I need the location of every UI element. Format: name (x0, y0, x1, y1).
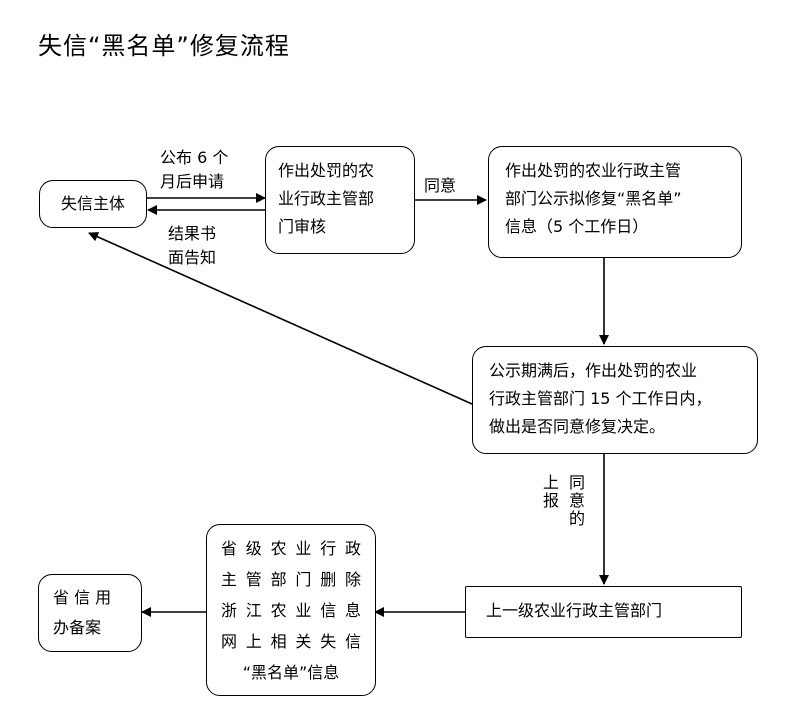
edge-label-notify-line: 面告知 (168, 248, 217, 267)
edge-label-report-char: 上 (542, 473, 559, 492)
node-subject-line: 失信主体 (60, 194, 125, 213)
node-province-delete-line: 主管部门删除 (221, 570, 361, 589)
edge-label-apply: 公布 6 个 月后申请 (160, 146, 228, 194)
edge-label-report-col2: 上 报 (542, 474, 560, 510)
node-review-line: 作出处罚的农 (278, 161, 375, 180)
node-review-line: 业行政主管部 (278, 189, 375, 208)
edge-label-notify-line: 结果书 (168, 224, 217, 243)
node-decide-line: 行政主管部门 15 个工作日内， (489, 389, 712, 408)
node-superior-line: 上一级农业行政主管部门 (486, 601, 663, 620)
node-province-delete-line: 浙江农业信息 (221, 601, 361, 620)
node-province-credit-line: 办备案 (53, 618, 102, 637)
node-review-line: 门审核 (278, 217, 327, 236)
node-decide-line: 做出是否同意修复决定。 (489, 417, 666, 436)
node-province-delete-line: “黑名单”信息 (242, 663, 340, 682)
edge-label-report-char: 报 (542, 491, 559, 510)
edge-label-report-col1: 同 意 的 (568, 474, 586, 528)
node-publicize-line: 作出处罚的农业行政主管 (505, 161, 682, 180)
node-province-delete: 省级农业行政 主管部门删除 浙江农业信息 网上相关失信 “黑名单”信息 (206, 524, 376, 696)
edge-label-agree: 同意 (424, 176, 457, 195)
edge-label-report-char: 的 (568, 509, 585, 528)
node-subject: 失信主体 (39, 180, 147, 228)
page-title: 失信“黑名单”修复流程 (38, 32, 290, 60)
node-publicize-line: 部门公示拟修复“黑名单” (505, 189, 682, 208)
arrow-decide-to-subject (88, 232, 473, 405)
node-review: 作出处罚的农 业行政主管部 门审核 (265, 146, 415, 254)
node-superior: 上一级农业行政主管部门 (465, 586, 742, 638)
edge-label-apply-line: 月后申请 (160, 172, 225, 191)
node-publicize-line: 信息（5 个工作日） (505, 217, 649, 236)
node-decide: 公示期满后，作出处罚的农业 行政主管部门 15 个工作日内， 做出是否同意修复决… (472, 346, 758, 454)
edge-label-report-char: 意 (568, 491, 585, 510)
node-publicize: 作出处罚的农业行政主管 部门公示拟修复“黑名单” 信息（5 个工作日） (488, 146, 742, 258)
edge-label-apply-line: 公布 6 个 (160, 148, 229, 167)
node-province-credit-line: 省 信 用 (53, 588, 112, 607)
node-province-credit: 省 信 用 办备案 (38, 574, 142, 652)
edge-label-notify: 结果书 面告知 (168, 222, 216, 270)
edge-label-report-char: 同 (568, 473, 585, 492)
node-decide-line: 公示期满后，作出处罚的农业 (489, 361, 698, 380)
node-province-delete-line: 网上相关失信 (221, 632, 361, 651)
node-province-delete-line: 省级农业行政 (221, 539, 361, 558)
